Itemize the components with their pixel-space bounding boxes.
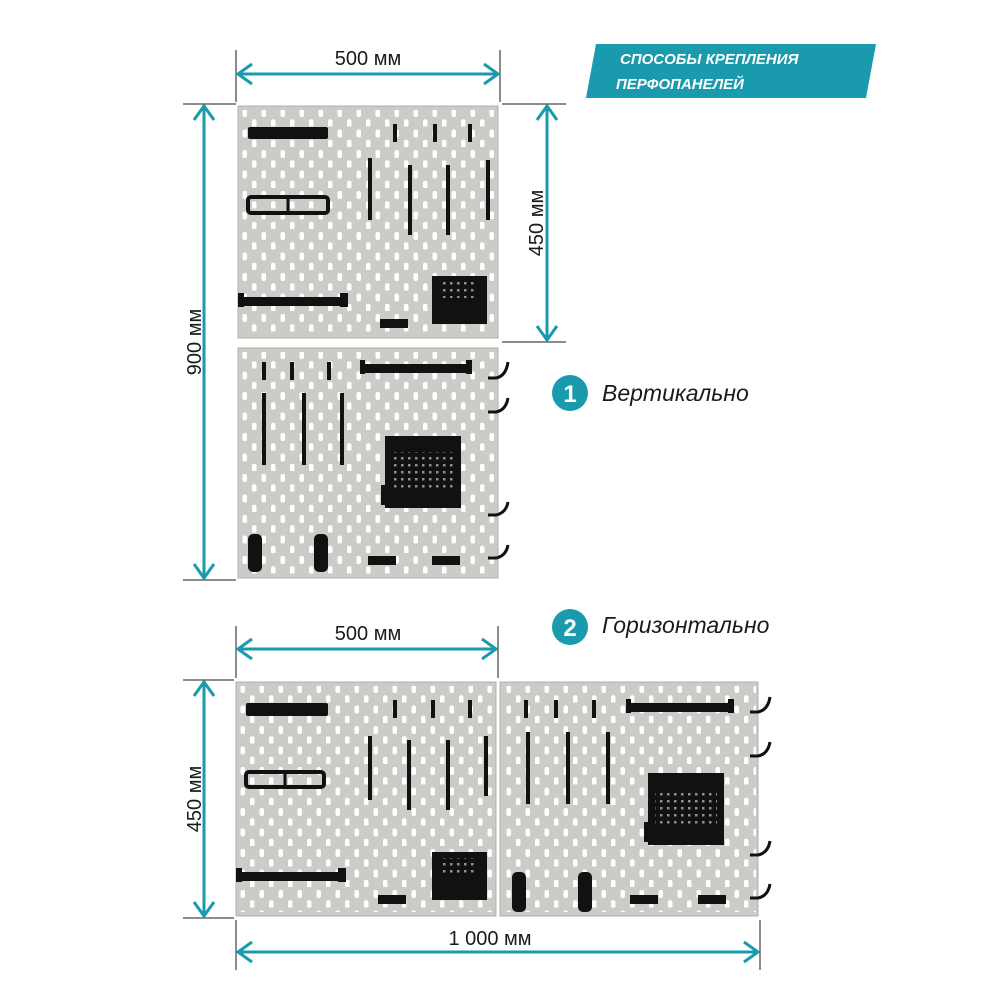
dim-horizontal-width: 500 мм <box>235 623 499 678</box>
dim-vertical-width: 500 мм <box>235 48 501 102</box>
dim-vertical-panel-height: 450 мм <box>502 103 566 343</box>
banner-line1: СПОСОБЫ КРЕПЛЕНИЯ <box>620 51 800 68</box>
double-holder <box>246 195 330 215</box>
title-banner: СПОСОБЫ КРЕПЛЕНИЯ ПЕРФОПАНЕЛЕЙ <box>586 44 876 98</box>
dim-horizontal-total-width: 1 000 мм <box>235 920 761 970</box>
small-clamp <box>380 319 408 328</box>
method-1-label: Вертикально <box>602 380 749 406</box>
banner-line2: ПЕРФОПАНЕЛЕЙ <box>616 75 745 93</box>
dim-vertical-panel-height-label: 450 мм <box>526 190 548 256</box>
shelf-bar <box>360 360 472 374</box>
banner-shape <box>586 44 876 98</box>
vertical-arrangement: 500 мм 450 мм 900 мм <box>183 48 566 581</box>
hooks-horizontal <box>750 696 772 900</box>
long-shelf <box>236 868 346 882</box>
shelf-bar <box>248 127 328 139</box>
dim-horizontal-height-label: 450 мм <box>184 766 206 832</box>
right-panel <box>499 681 772 917</box>
dim-vertical-total-height: 900 мм <box>183 103 236 581</box>
tool-box-large <box>381 436 461 508</box>
shelf-bar <box>626 699 734 713</box>
tool-box-large <box>644 773 724 845</box>
tool-clips <box>368 124 490 235</box>
dim-horizontal-height: 450 мм <box>183 679 234 919</box>
method-1-number: 1 <box>563 381 576 408</box>
tool-box <box>432 852 487 900</box>
tool-clips <box>368 700 488 810</box>
holders <box>248 534 460 572</box>
left-panel <box>235 681 497 917</box>
dim-vertical-total-height-label: 900 мм <box>184 309 206 375</box>
tool-box <box>432 276 487 324</box>
shelf-bar <box>246 703 328 716</box>
tool-clips <box>262 362 344 465</box>
dim-vertical-width-label: 500 мм <box>335 48 401 70</box>
method-1: 1 Вертикально <box>552 375 749 411</box>
tool-clips <box>524 700 610 804</box>
lower-panel <box>237 347 510 579</box>
method-2: 2 Горизонтально <box>552 609 770 645</box>
method-2-badge <box>552 609 588 645</box>
upper-panel <box>237 105 499 339</box>
horizontal-arrangement: 500 мм 450 мм 1 000 мм <box>183 623 772 970</box>
method-1-badge <box>552 375 588 411</box>
holders <box>512 872 726 912</box>
small-clamp <box>378 895 406 904</box>
dim-horizontal-width-label: 500 мм <box>335 623 401 645</box>
dim-horizontal-total-width-label: 1 000 мм <box>448 928 531 950</box>
method-2-label: Горизонтально <box>602 612 770 638</box>
long-shelf <box>238 293 348 307</box>
double-holder <box>244 770 326 789</box>
hooks-vertical <box>488 361 510 560</box>
method-2-number: 2 <box>563 615 576 642</box>
